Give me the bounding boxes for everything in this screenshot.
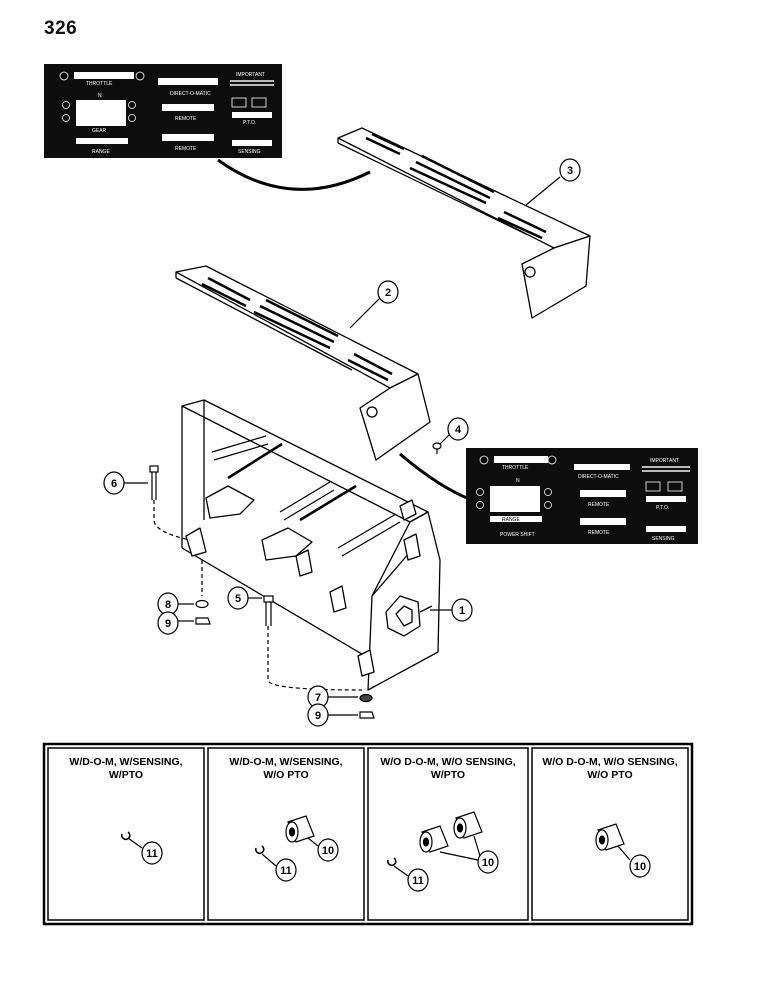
console-part-1 (181, 399, 441, 691)
callout-10-cell4: 10 (634, 861, 646, 873)
variant-1-title-line2: W/PTO (109, 769, 143, 781)
callout-2: 2 (385, 287, 391, 299)
table-parts (120, 811, 651, 892)
variant-table (42, 742, 694, 926)
variant-3-title-line1: W/O D-O-M, W/O SENSING, (380, 756, 515, 768)
callout-11-cell2: 11 (280, 865, 292, 877)
decal-right-neutral-label: N (516, 478, 520, 484)
spacer-10-cell3a (419, 825, 449, 853)
decal-gear-label: GEAR (92, 128, 107, 134)
callout-3: 3 (567, 165, 573, 177)
callout-4: 4 (455, 424, 462, 436)
callout-10-cell2: 10 (322, 845, 334, 857)
callout-11-cell1: 11 (146, 848, 158, 860)
decal-remote-label: REMOTE (175, 116, 197, 122)
decal-sensing-label: SENSING (238, 149, 261, 155)
decal-throttle-label: THROTTLE (86, 81, 113, 87)
decal-right-range-label: RANGE (502, 517, 520, 523)
decal-right-throttle-label: THROTTLE (502, 465, 529, 471)
variant-3-title-line2: W/PTO (431, 769, 465, 781)
callouts (103, 158, 581, 727)
callout-5: 5 (235, 593, 241, 605)
callout-9b: 9 (315, 710, 321, 722)
decal-right-remote-label: REMOTE (588, 502, 610, 508)
spacer-10-cell4 (595, 823, 625, 851)
decal-right-powershift-label: POWER SHIFT (500, 532, 535, 538)
callout-1: 1 (459, 605, 465, 617)
callout-7: 7 (315, 692, 321, 704)
decal-right-sensing-label: SENSING (652, 536, 675, 542)
spacer-10-cell3b (453, 811, 483, 839)
decal-right-pto-label: P.T.O. (656, 505, 669, 511)
callout-6: 6 (111, 478, 117, 490)
spacer-10-cell2 (285, 815, 315, 843)
decal-dom-label: DIRECT-O-MATIC (170, 91, 211, 97)
callout-11-cell3: 11 (412, 875, 424, 887)
decal-neutral-label: N (98, 93, 102, 99)
variant-4-title-line1: W/O D-O-M, W/O SENSING, (542, 756, 677, 768)
decal-important-label: IMPORTANT (236, 72, 265, 78)
hardware (149, 442, 442, 719)
variant-4-title-line2: W/O PTO (587, 769, 632, 781)
decal-top-left: THROTTLE IMPORTANT DIRECT-O-MATIC N GEAR… (44, 64, 282, 158)
callout-8: 8 (165, 599, 171, 611)
decal-right-important-label: IMPORTANT (650, 458, 679, 464)
decal-right-remote2-label: REMOTE (588, 530, 610, 536)
decal-range-label: RANGE (92, 149, 110, 155)
variant-1-title-line1: W/D-O-M, W/SENSING, (69, 756, 182, 768)
variant-2-title-line2: W/O PTO (263, 769, 308, 781)
variant-2-title-line1: W/D-O-M, W/SENSING, (229, 756, 342, 768)
panel-part-3 (337, 127, 591, 319)
panel-part-2 (175, 265, 431, 461)
callout-10-cell3: 10 (482, 857, 494, 869)
decal-pto-label: P.T.O. (243, 120, 256, 126)
callout-9a: 9 (165, 618, 171, 630)
decal-right-dom-label: DIRECT-O-MATIC (578, 474, 619, 480)
page-number: 326 (44, 18, 78, 39)
decal-right: THROTTLE IMPORTANT DIRECT-O-MATIC N RANG… (466, 448, 698, 544)
decal-remote2-label: REMOTE (175, 146, 197, 152)
